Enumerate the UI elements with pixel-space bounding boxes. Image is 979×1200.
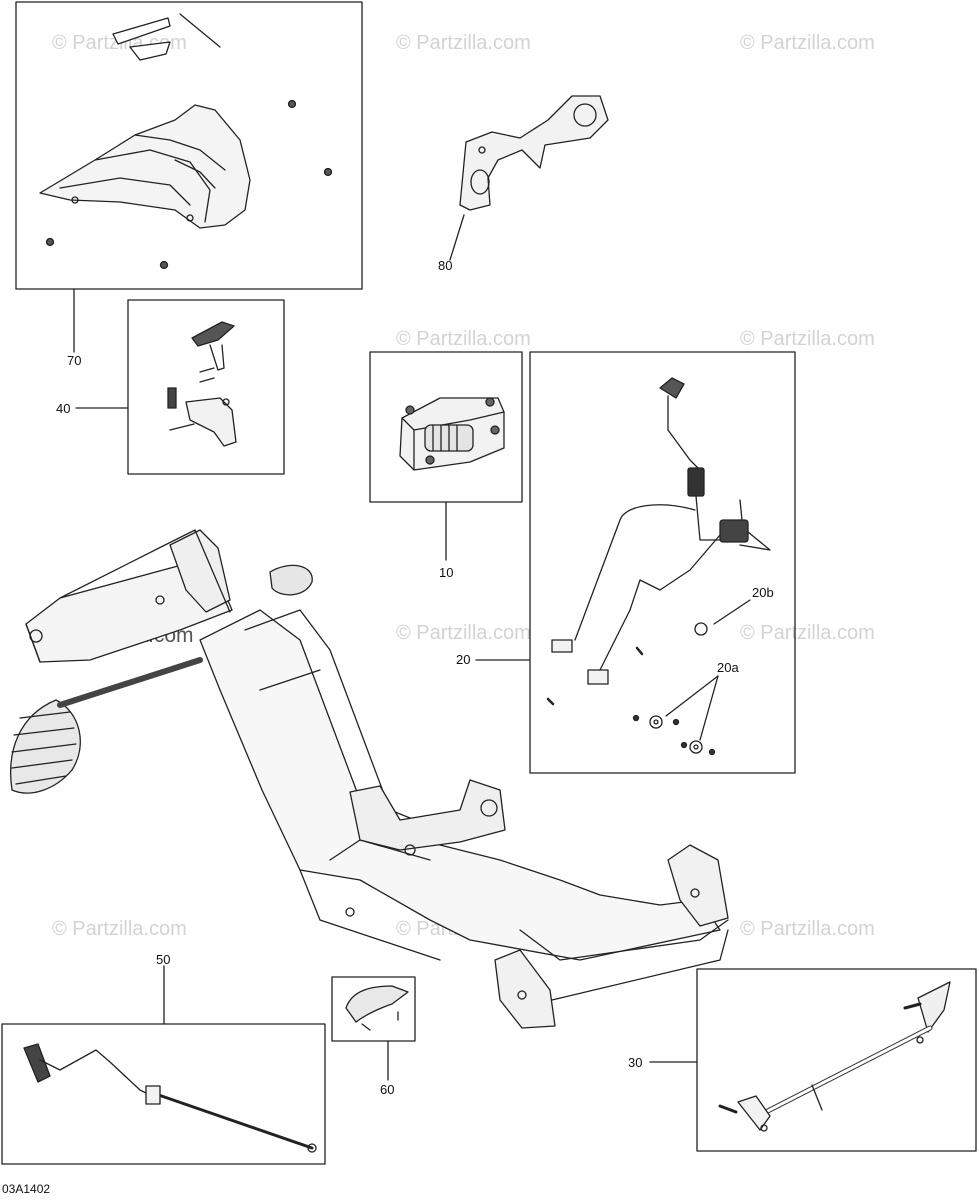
watermark: © Partzilla.com [740, 918, 875, 940]
kit-box-30 [696, 968, 977, 1152]
kit-box-60 [331, 976, 416, 1042]
callout-60: 60 [380, 1082, 395, 1097]
winch-part[interactable] [399, 397, 505, 471]
fastener-set[interactable] [45, 99, 333, 270]
callout-70: 70 [67, 353, 82, 368]
callout-20a: 20a [717, 660, 739, 675]
pedal-part[interactable] [167, 321, 237, 447]
leader-line-20a [665, 675, 719, 717]
washer-kit-20a[interactable] [632, 714, 716, 756]
callout-20: 20 [456, 652, 471, 667]
watermark: © Partzilla.com [396, 32, 531, 54]
watermark: © Partzilla.com [740, 328, 875, 350]
wiring-harness-part[interactable] [546, 377, 771, 706]
callout-20b: 20b [752, 585, 774, 600]
main-frame-assembly[interactable] [10, 529, 729, 1029]
handle-part-60[interactable] [345, 985, 409, 1031]
callout-30: 30 [628, 1055, 643, 1070]
linkage-part-50[interactable] [23, 1043, 317, 1153]
watermark: © Partzilla.com [52, 918, 187, 940]
kit-box-70 [15, 1, 363, 290]
leader-line-80 [449, 214, 465, 261]
callout-80: 80 [438, 258, 453, 273]
callout-50: 50 [156, 952, 171, 967]
bracket-part-80[interactable] [459, 95, 609, 211]
linkage-part-30[interactable] [718, 981, 951, 1132]
watermark: © Partzilla.com [396, 622, 531, 644]
front-cover-part[interactable] [39, 13, 251, 229]
drawing-id: 03A1402 [2, 1182, 51, 1196]
leader-line-20a [699, 675, 719, 741]
watermark: © Partzilla.com [740, 32, 875, 54]
watermark: © Partzilla.com [396, 328, 531, 350]
callout-10: 10 [439, 565, 454, 580]
watermark: © Partzilla.com [740, 622, 875, 644]
callout-40: 40 [56, 401, 71, 416]
kit-box-50 [1, 1023, 326, 1165]
kit-box-20 [529, 351, 796, 774]
kit-box-40 [127, 299, 285, 475]
leader-line-20b [713, 599, 751, 625]
